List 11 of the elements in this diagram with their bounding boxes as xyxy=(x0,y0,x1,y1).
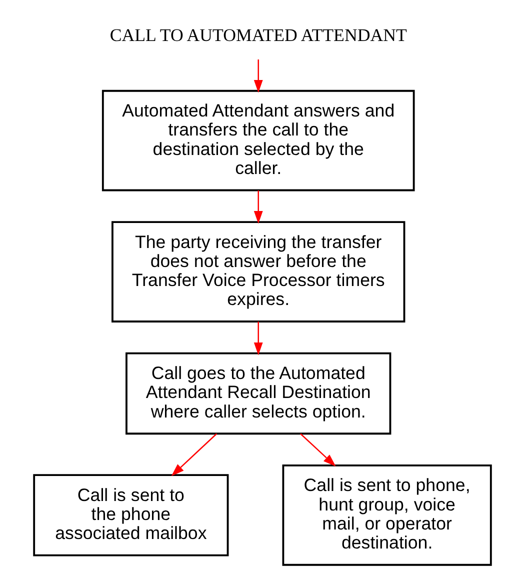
node-text: CALL TO AUTOMATED ATTENDANT xyxy=(110,24,407,45)
arrow xyxy=(254,59,263,93)
node-box: Call goes to the Automated Attendant Recall Destination where caller selects option. xyxy=(126,352,392,435)
node-box: Call is sent to the phone associated mailbox xyxy=(33,474,229,556)
arrow xyxy=(254,322,263,356)
arrow xyxy=(171,433,218,476)
arrow xyxy=(254,190,263,224)
arrow xyxy=(300,433,336,467)
node-box: Call is sent to phone, hunt group, voice mail, or operator destination. xyxy=(282,464,492,566)
node-box: Automated Attendant answers and transfers the call to the destination selected by the caller. xyxy=(102,90,415,192)
node-box: The party receiving the transfer does not answer before the Transfer Voice Processor timers expires. xyxy=(112,221,406,322)
